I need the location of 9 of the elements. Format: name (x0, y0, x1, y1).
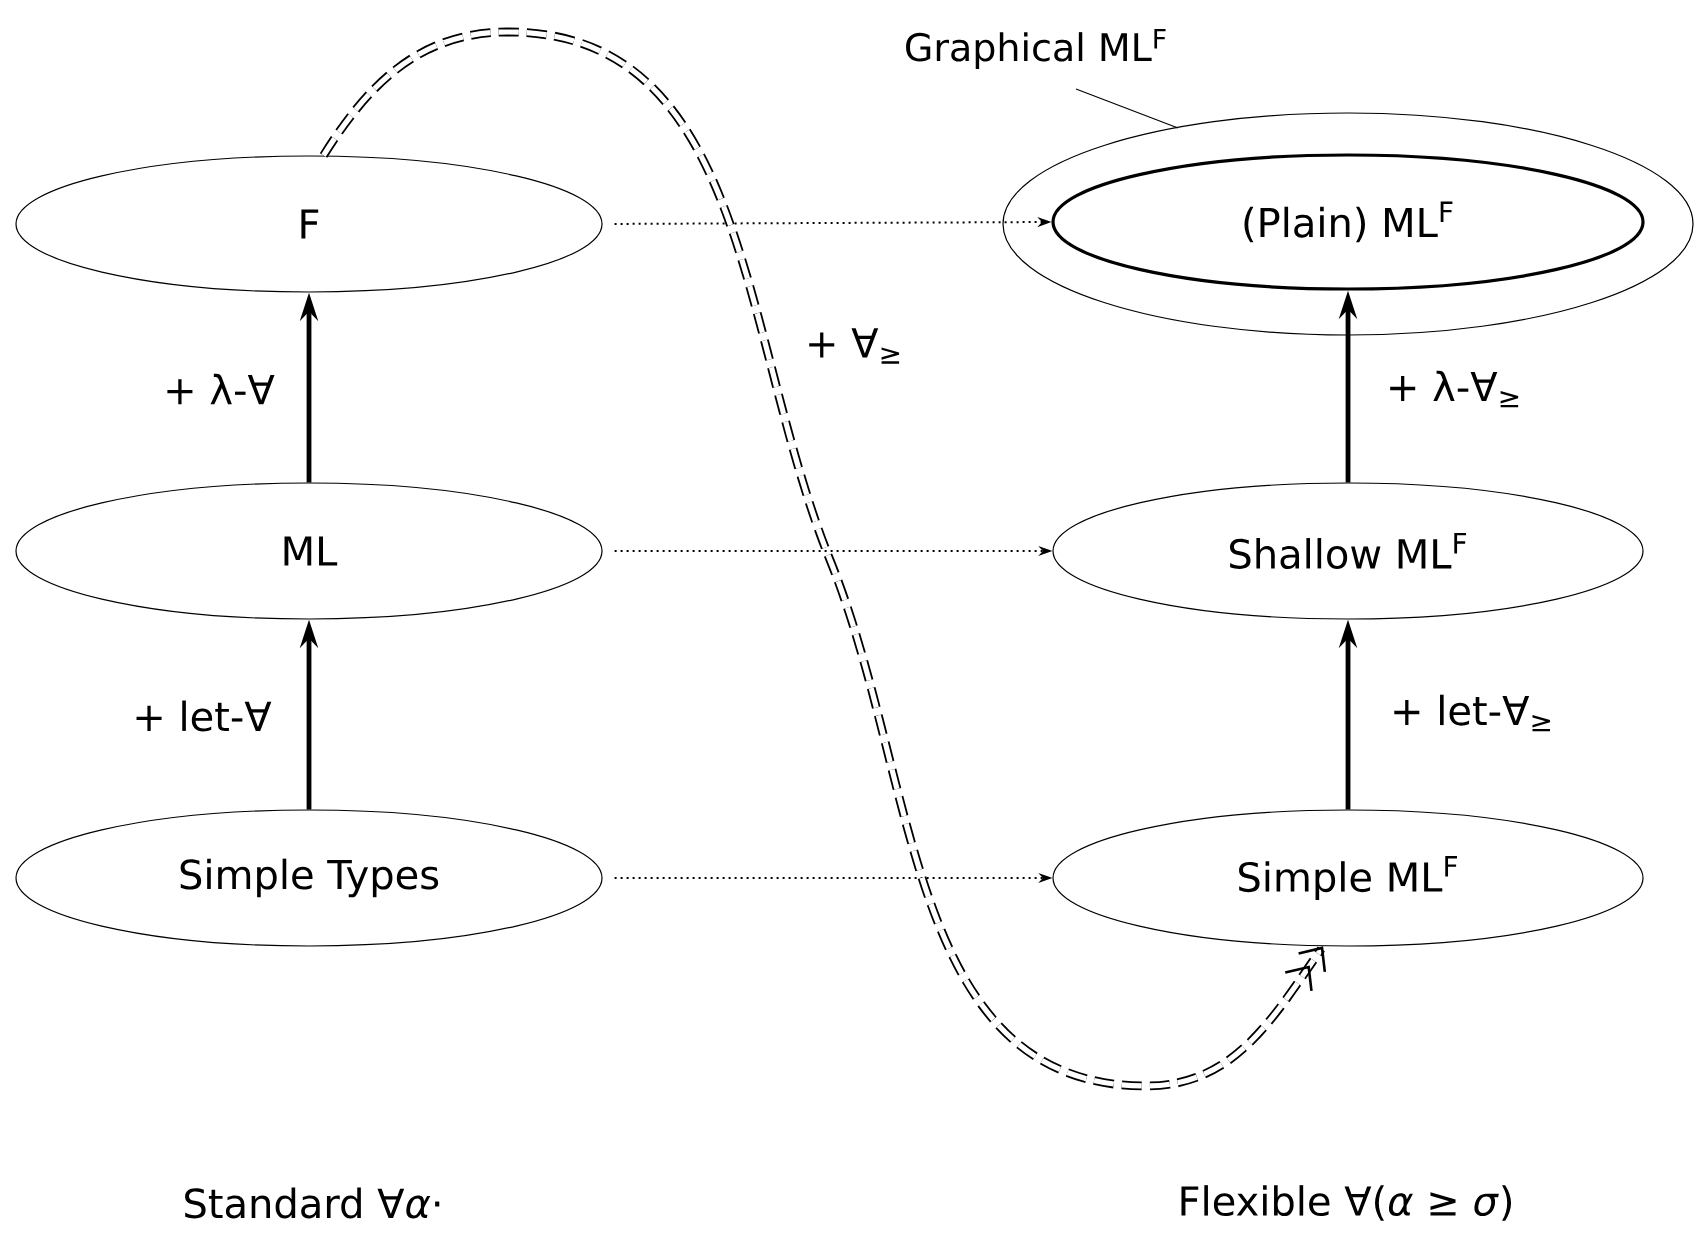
arrow (319, 27, 1327, 1091)
edge-label: + let-∀$_{≥}$ (1386, 690, 1558, 736)
edge-label: + let-∀ (128, 696, 276, 736)
edge-label: + ∀$_{≥}$ (801, 324, 908, 368)
column-caption: Standard ∀α· (185, 1187, 440, 1219)
edge-label: + λ-∀ (159, 369, 279, 409)
column-caption: Flexible ∀(α ≥ σ) (1181, 1185, 1511, 1221)
ellipse-heading: Graphical ML$^{F}$ (906, 29, 1166, 69)
edge-label: + λ-∀$_{≥}$ (1381, 366, 1527, 412)
